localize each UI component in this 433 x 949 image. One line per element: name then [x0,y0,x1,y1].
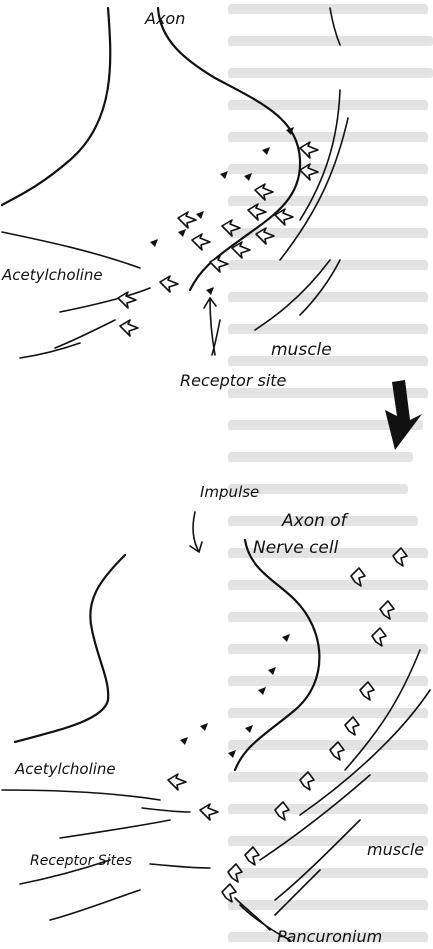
acetylcholine-label-bottom: Acetylcholine [15,760,116,778]
pancuronium-label: Pancuronium [277,927,382,946]
acetylcholine-label-top: Acetylcholine [2,266,103,284]
muscle-label-bottom: muscle [367,840,424,859]
axon-of-label: Axon of [282,511,347,531]
impulse-label: Impulse [200,483,259,501]
nerve-cell-label: Nerve cell [253,538,338,558]
axon-label-top: Axon [145,9,185,28]
muscle-label-top: muscle [271,340,332,360]
receptor-sites-label: Receptor Sites [30,853,132,869]
receptor-site-label: Receptor site [180,371,286,390]
